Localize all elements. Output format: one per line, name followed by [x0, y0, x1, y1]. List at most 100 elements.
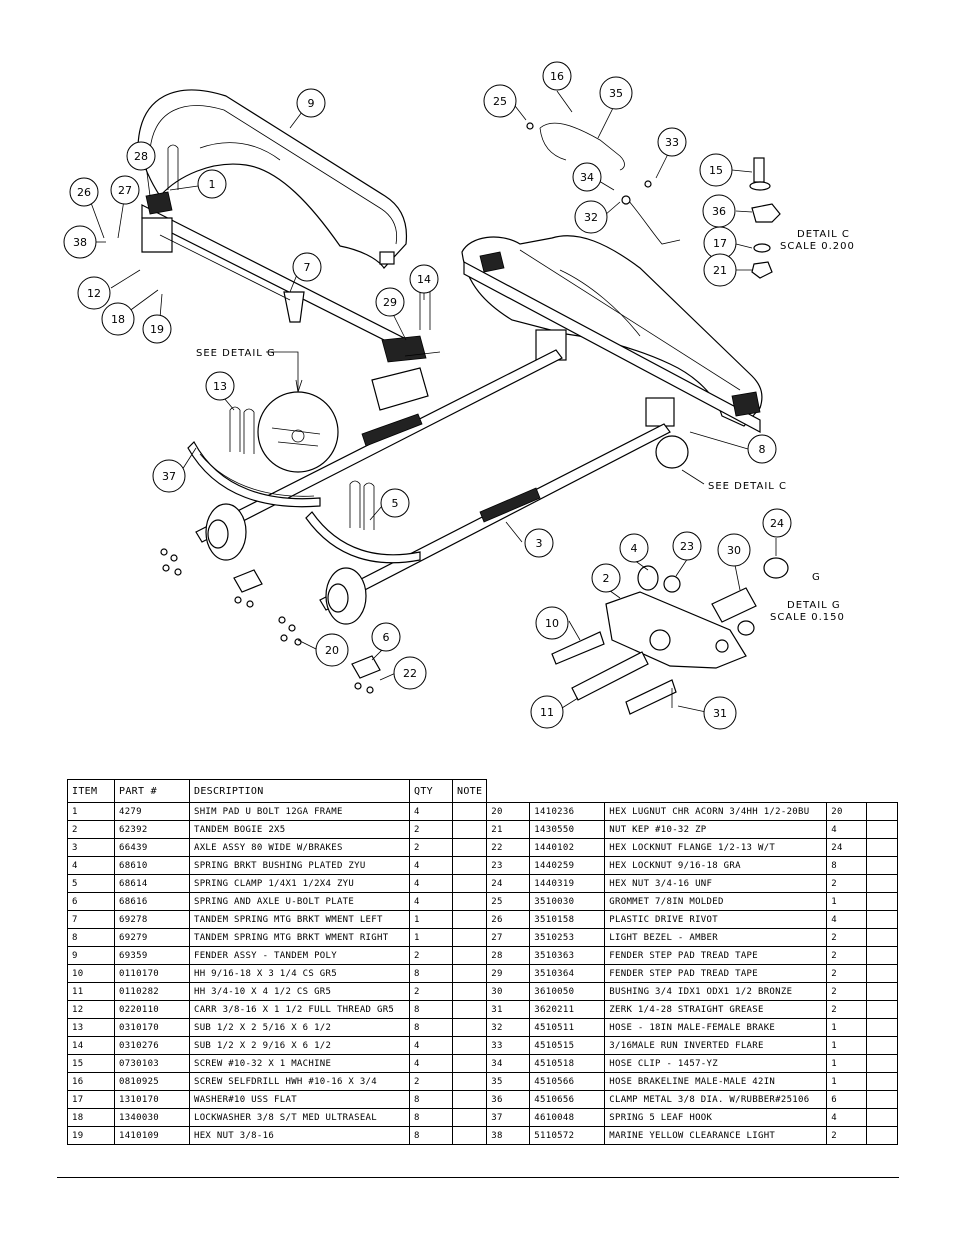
detail-c-scale: SCALE 0.200: [780, 241, 855, 252]
cell-qty: 4: [409, 874, 453, 893]
cell-description: SPRING 5 LEAF HOOK: [604, 1108, 828, 1127]
cell-description: CLAMP METAL 3/8 DIA. W/RUBBER#25106: [604, 1090, 828, 1109]
cell-qty: 2: [826, 1000, 868, 1019]
svg-text:23: 23: [680, 540, 694, 553]
svg-text:17: 17: [713, 237, 727, 250]
cell-qty: 1: [826, 1054, 868, 1073]
cell-part: 1410236: [529, 802, 606, 821]
cell-item: 34: [486, 1054, 531, 1073]
cell-description: SCREW SELFDRILL HWH #10-16 X 3/4: [189, 1072, 410, 1091]
cell-part: 69359: [114, 946, 190, 965]
cell-qty: 6: [826, 1090, 868, 1109]
svg-text:22: 22: [403, 667, 417, 680]
svg-text:6: 6: [383, 631, 390, 644]
axles: [195, 349, 689, 625]
cell-part: 3510030: [529, 892, 606, 911]
cell-description: HEX LOCKNUT FLANGE 1/2-13 W/T: [604, 838, 828, 857]
header-item: ITEM: [67, 779, 115, 803]
cell-part: 62392: [114, 820, 190, 839]
callout-10: 10: [535, 606, 569, 640]
cell-description: FENDER STEP PAD TREAD TAPE: [604, 964, 828, 983]
cell-description: WASHER#10 USS FLAT: [189, 1090, 410, 1109]
header-qty: QTY: [409, 779, 453, 803]
svg-text:1: 1: [209, 178, 216, 191]
cell-description: SCREW #10-32 X 1 MACHINE: [189, 1054, 410, 1073]
cell-part: 0110170: [114, 964, 190, 983]
cell-qty: 2: [826, 982, 868, 1001]
svg-text:24: 24: [770, 517, 784, 530]
svg-text:8: 8: [759, 443, 766, 456]
svg-text:30: 30: [727, 544, 741, 557]
cell-part: 1440259: [529, 856, 606, 875]
see-detail-g-label: SEE DETAIL G: [196, 348, 276, 359]
cell-part: 1440102: [529, 838, 606, 857]
callout-19: 19: [142, 314, 172, 344]
cell-part: 0310276: [114, 1036, 190, 1055]
cell-qty: 2: [409, 838, 453, 857]
cell-description: HOSE BRAKELINE MALE-MALE 42IN: [604, 1072, 828, 1091]
cell-note: [451, 856, 488, 875]
cell-item: 6: [67, 892, 115, 911]
cell-note: [451, 1054, 488, 1073]
svg-text:29: 29: [383, 296, 397, 309]
cell-note: [451, 820, 488, 839]
leaf-springs: [187, 441, 421, 564]
cell-description: BUSHING 3/4 IDX1 ODX1 1/2 BRONZE: [604, 982, 828, 1001]
cell-description: SHIM PAD U BOLT 12GA FRAME: [189, 802, 410, 821]
cell-description: SPRING CLAMP 1/4X1 1/2X4 ZYU: [189, 874, 410, 893]
cell-description: ZERK 1/4-28 STRAIGHT GREASE: [604, 1000, 828, 1019]
callout-8: 8: [747, 434, 777, 464]
bottom-rule: [57, 1177, 899, 1178]
callout-2: 2: [591, 563, 621, 593]
callout-25: 25: [483, 84, 517, 118]
callout-3: 3: [524, 528, 554, 558]
cell-part: 0730103: [114, 1054, 190, 1073]
cell-part: 3510158: [529, 910, 606, 929]
cell-part: 66439: [114, 838, 190, 857]
detail-g-parts: G: [551, 557, 820, 715]
callout-38: 38: [63, 225, 97, 259]
svg-text:31: 31: [713, 707, 727, 720]
see-detail-c-label: SEE DETAIL C: [708, 481, 787, 492]
cell-qty: 1: [409, 928, 453, 947]
cell-note: [866, 856, 899, 875]
cell-qty: 8: [409, 1090, 453, 1109]
cell-part: 1340030: [114, 1108, 190, 1127]
cell-part: 4279: [114, 802, 190, 821]
svg-text:15: 15: [709, 164, 723, 177]
cell-qty: 4: [409, 1054, 453, 1073]
cell-item: 11: [67, 982, 115, 1001]
callout-5: 5: [380, 488, 410, 518]
detail-c-title: DETAIL C: [797, 229, 850, 240]
callout-22: 22: [393, 656, 427, 690]
cell-item: 22: [486, 838, 531, 857]
cell-qty: 2: [826, 1126, 868, 1145]
cell-part: 4510515: [529, 1036, 606, 1055]
cell-part: 4510566: [529, 1072, 606, 1091]
callout-32: 32: [574, 200, 608, 234]
svg-text:10: 10: [545, 617, 559, 630]
cell-part: 3510364: [529, 964, 606, 983]
cell-qty: 4: [826, 820, 868, 839]
cell-description: TANDEM BOGIE 2X5: [189, 820, 410, 839]
cell-description: SUB 1/2 X 2 5/16 X 6 1/2: [189, 1018, 410, 1037]
cell-note: [866, 910, 899, 929]
cell-description: HH 3/4-10 X 4 1/2 CS GR5: [189, 982, 410, 1001]
cell-item: 8: [67, 928, 115, 947]
cell-description: CARR 3/8-16 X 1 1/2 FULL THREAD GR5: [189, 1000, 410, 1019]
detail-g-title: DETAIL G: [787, 600, 841, 611]
svg-text:12: 12: [87, 287, 101, 300]
cell-item: 32: [486, 1018, 531, 1037]
cell-note: [451, 946, 488, 965]
cell-part: 1410109: [114, 1126, 190, 1145]
cell-note: [866, 928, 899, 947]
cell-description: TANDEM SPRING MTG BRKT WMENT LEFT: [189, 910, 410, 929]
cell-part: 4510518: [529, 1054, 606, 1073]
